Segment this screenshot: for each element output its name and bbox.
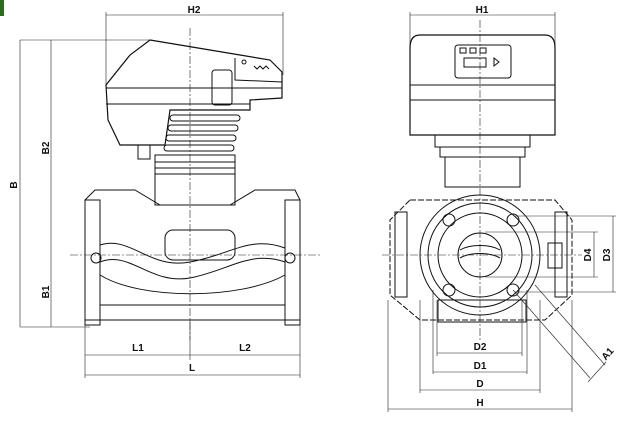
dimension-b: B <box>9 39 150 328</box>
dimension-d1: D1 <box>432 290 528 374</box>
corner-marker <box>0 0 4 16</box>
dimension-d3: D3 <box>515 215 616 293</box>
label-h: H <box>476 398 483 409</box>
dimension-l: L <box>85 363 300 376</box>
label-h2: H2 <box>188 5 201 16</box>
pump-body-side <box>84 189 301 326</box>
pump-body-front <box>389 194 573 323</box>
dimension-h: H <box>387 300 573 412</box>
dimension-l1-l2: L1 L2 <box>84 320 301 378</box>
label-l: L <box>189 363 195 374</box>
label-h1: H1 <box>476 5 489 16</box>
label-l2: L2 <box>239 343 251 354</box>
label-b2: B2 <box>41 141 52 154</box>
label-d1: D1 <box>474 361 487 372</box>
dimension-d2: D2 <box>436 300 523 356</box>
label-a1: A1 <box>600 346 617 363</box>
dimension-d: D <box>419 300 541 393</box>
actuator-front <box>409 34 556 188</box>
label-l1: L1 <box>132 343 144 354</box>
side-view: H2 B B2 B1 L1 L2 L <box>9 5 320 378</box>
dimension-b2: B2 <box>41 40 52 255</box>
actuator-head <box>105 39 283 160</box>
label-d2: D2 <box>474 342 487 353</box>
label-d3: D3 <box>602 248 613 261</box>
label-d: D <box>476 379 483 390</box>
front-view: H1 <box>382 5 617 412</box>
label-b1: B1 <box>41 285 52 298</box>
dimension-h2: H2 <box>105 5 284 85</box>
label-b: B <box>9 181 20 188</box>
dimension-d4: D4 <box>485 231 598 278</box>
coupling-neck <box>154 114 241 206</box>
dimension-a1: A1 <box>512 284 617 383</box>
dimension-b1: B1 <box>41 255 52 327</box>
label-d4: D4 <box>583 248 594 261</box>
